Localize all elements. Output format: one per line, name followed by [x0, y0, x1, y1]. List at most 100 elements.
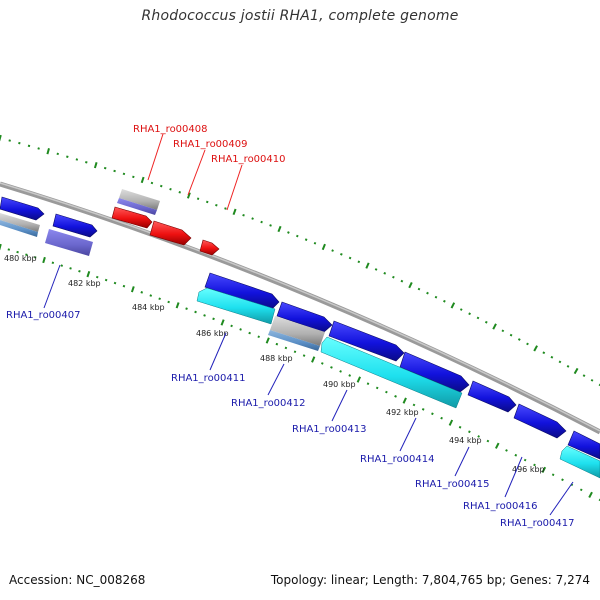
gene-label-ro00413[interactable]: RHA1_ro00413	[292, 424, 367, 435]
minor-tick	[484, 320, 488, 324]
gene-ro00407[interactable]	[45, 229, 93, 256]
minor-tick	[558, 360, 562, 364]
gene-blue-6[interactable]	[513, 403, 567, 439]
gene-label-ro00409[interactable]: RHA1_ro00409	[173, 139, 248, 150]
minor-tick	[458, 425, 462, 429]
gene-blue-3[interactable]	[328, 320, 405, 362]
scale-label: 492 kbp	[386, 408, 419, 417]
gene-label-ro00411[interactable]: RHA1_ro00411	[171, 373, 246, 384]
minor-tick	[56, 152, 60, 156]
minor-tick	[598, 498, 600, 502]
minor-tick	[421, 408, 425, 411]
gene-blue-1[interactable]	[204, 272, 280, 310]
gene-label-ro00410[interactable]: RHA1_ro00410	[211, 154, 286, 165]
accession-text: Accession: NC_008268	[9, 573, 146, 587]
minor-tick	[18, 141, 21, 145]
minor-tick	[230, 324, 233, 328]
minor-tick	[394, 394, 397, 398]
minor-tick	[434, 295, 438, 299]
gene-blue-7[interactable]	[567, 430, 600, 460]
major-tick	[140, 176, 145, 184]
gene-ro00417[interactable]	[559, 445, 600, 479]
minor-tick	[476, 316, 480, 320]
minor-tick	[320, 362, 324, 365]
major-tick	[186, 192, 191, 199]
major-tick	[321, 243, 326, 251]
minor-tick	[8, 139, 11, 142]
gene-ro00411[interactable]	[196, 287, 276, 325]
minor-tick	[348, 256, 352, 260]
minor-tick	[178, 191, 182, 194]
minor-tick	[509, 333, 513, 337]
gene-ro00408[interactable]	[111, 206, 153, 229]
minor-tick	[392, 275, 395, 279]
major-tick	[450, 302, 456, 309]
inner-tick-track	[0, 243, 600, 502]
major-tick	[492, 323, 497, 330]
gene-ro00407-a[interactable]	[52, 213, 98, 238]
major-tick	[232, 208, 237, 216]
gene-ro00409[interactable]	[149, 220, 192, 246]
minor-tick	[383, 271, 387, 275]
major-tick	[588, 491, 593, 498]
gene-ro00410[interactable]	[199, 239, 220, 256]
gene-blue-4[interactable]	[399, 351, 470, 393]
minor-tick	[477, 435, 480, 438]
gene-blue-2[interactable]	[276, 301, 333, 333]
minor-tick	[104, 278, 108, 282]
minor-tick	[159, 184, 163, 188]
minor-tick	[339, 370, 342, 373]
minor-tick	[304, 238, 308, 241]
highlighted-gene-labels: RHA1_ro00408 RHA1_ro00409 RHA1_ro00410	[133, 124, 286, 165]
minor-tick	[239, 328, 242, 331]
major-tick	[365, 262, 370, 269]
gene-ro00408-gray[interactable]	[117, 189, 160, 215]
gene-label-ro00417[interactable]: RHA1_ro00417	[500, 518, 575, 529]
minor-tick	[212, 317, 215, 321]
minor-tick	[440, 416, 443, 420]
minor-tick	[579, 488, 583, 492]
scale-label: 482 kbp	[68, 279, 101, 288]
minor-tick	[293, 350, 297, 354]
gene-label-ro00408[interactable]: RHA1_ro00408	[133, 124, 208, 135]
gene-ro00406-gray[interactable]	[0, 213, 40, 237]
gene-label-ro00407[interactable]: RHA1_ro00407	[6, 310, 81, 321]
major-tick	[495, 442, 500, 449]
minor-tick	[550, 355, 554, 359]
gene-label-ro00412[interactable]: RHA1_ro00412	[231, 398, 306, 409]
minor-tick	[33, 256, 37, 259]
scale-label: 496 kbp	[512, 465, 545, 474]
minor-tick	[122, 172, 126, 176]
gene-ro00412[interactable]	[268, 316, 325, 351]
major-tick	[42, 256, 46, 264]
minor-tick	[51, 261, 55, 265]
gene-label-ro00416[interactable]: RHA1_ro00416	[463, 501, 538, 512]
minor-tick	[561, 478, 564, 482]
minor-tick	[468, 430, 471, 434]
minor-tick	[66, 155, 69, 158]
minor-tick	[514, 453, 518, 457]
gene-label-ro00414[interactable]: RHA1_ro00414	[360, 454, 435, 465]
minor-tick	[459, 308, 463, 311]
gene-labels: RHA1_ro00407 RHA1_ro00411 RHA1_ro00412 R…	[6, 310, 575, 529]
minor-tick	[196, 197, 200, 200]
minor-tick	[78, 269, 81, 273]
minor-tick	[385, 390, 388, 394]
major-tick	[130, 286, 135, 293]
minor-tick	[185, 307, 188, 310]
gene-blue-5[interactable]	[467, 380, 517, 413]
minor-tick	[260, 220, 263, 224]
gene-label-ro00415[interactable]: RHA1_ro00415	[415, 479, 490, 490]
minor-tick	[468, 312, 471, 316]
scale-label: 494 kbp	[449, 436, 482, 445]
genome-summary-text: Topology: linear; Length: 7,804,765 bp; …	[270, 573, 590, 587]
label-leaders-highlight	[147, 133, 243, 211]
minor-tick	[132, 175, 135, 179]
scale-label: 486 kbp	[196, 329, 229, 338]
gene-ro00406-forward[interactable]	[0, 196, 45, 221]
minor-tick	[150, 181, 154, 185]
major-tick	[220, 319, 225, 326]
minor-tick	[37, 147, 40, 150]
gene-ro00413[interactable]	[320, 336, 463, 409]
